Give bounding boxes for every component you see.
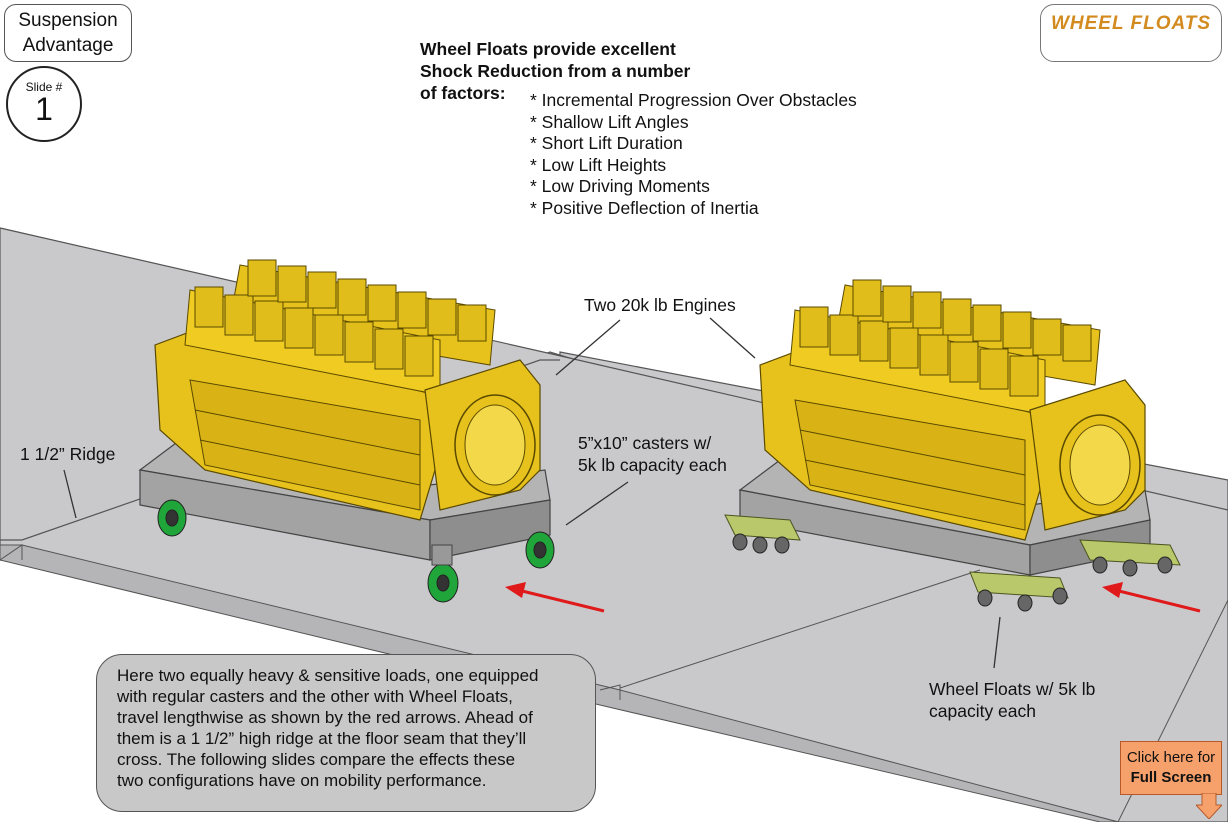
description-line: cross. The following slides compare the …: [117, 750, 516, 769]
factor-item: * Low Driving Moments: [530, 176, 710, 196]
full-screen-button-line2: Full Screen: [1130, 769, 1212, 786]
full-screen-button-line1: Click here for: [1126, 749, 1216, 766]
engine-with-casters: [138, 259, 555, 603]
headline-line2: Shock Reduction from a number: [420, 61, 691, 81]
leader-engines-left: [555, 319, 621, 376]
slide-title-line2: Advantage: [22, 35, 114, 56]
label-casters: 5”x10” casters w/ 5k lb capacity each: [578, 432, 778, 476]
full-screen-button[interactable]: Click here for Full Screen: [1120, 741, 1222, 795]
description-line: two configurations have on mobility perf…: [117, 771, 487, 790]
headline-line1: Wheel Floats provide excellent: [420, 39, 676, 59]
label-casters-line2: 5k lb capacity each: [578, 455, 727, 475]
slide-title-box: Suspension Advantage: [4, 4, 132, 62]
leader-casters: [565, 481, 629, 526]
slide-number-value: 1: [35, 91, 53, 127]
engine-with-wheel-floats: [724, 279, 1181, 612]
factors-list: * Incremental Progression Over Obstacles…: [530, 90, 857, 219]
factor-item: * Shallow Lift Angles: [530, 111, 689, 132]
description-line: with regular casters and the other with …: [117, 687, 513, 706]
leader-engines-right: [709, 317, 756, 359]
floor-seam-far: [619, 569, 981, 689]
wheel-floats-logo: WHEEL FLOATS: [1040, 4, 1222, 62]
label-wheel-floats-line2: capacity each: [929, 701, 1037, 721]
label-casters-line1: 5”x10” casters w/: [578, 433, 712, 453]
arrow-down-icon[interactable]: [1196, 793, 1222, 819]
slide-number-badge: Slide # 1: [6, 66, 82, 142]
description-line: Here two equally heavy & sensitive loads…: [117, 666, 539, 685]
label-wheel-floats: Wheel Floats w/ 5k lb capacity each: [929, 678, 1129, 722]
direction-arrow-right: [1102, 582, 1201, 613]
label-ridge: 1 1/2” Ridge: [20, 444, 116, 464]
factor-item: * Positive Deflection of Inertia: [530, 197, 759, 218]
factor-item: * Short Lift Duration: [530, 133, 683, 153]
factor-item: * Incremental Progression Over Obstacles: [530, 90, 857, 110]
logo-text: WHEEL FLOATS: [1050, 13, 1212, 34]
headline-line3: of factors:: [420, 83, 506, 103]
factor-item: * Low Lift Heights: [530, 154, 667, 175]
headline: Wheel Floats provide excellent Shock Red…: [420, 38, 750, 104]
label-wheel-floats-line1: Wheel Floats w/ 5k lb: [929, 679, 1096, 699]
leader-wheel-floats: [993, 616, 1001, 669]
direction-arrow-left: [505, 582, 605, 613]
description-line: them is a 1 1/2” high ridge at the floor…: [117, 729, 527, 748]
slide-number-label: Slide #: [25, 80, 63, 94]
slide-title-line1: Suspension: [18, 10, 118, 31]
leader-ridge: [63, 469, 77, 519]
label-engines: Two 20k lb Engines: [584, 295, 736, 315]
description-line: travel lengthwise as shown by the red ar…: [117, 708, 533, 727]
description-box: Here two equally heavy & sensitive loads…: [96, 654, 596, 812]
